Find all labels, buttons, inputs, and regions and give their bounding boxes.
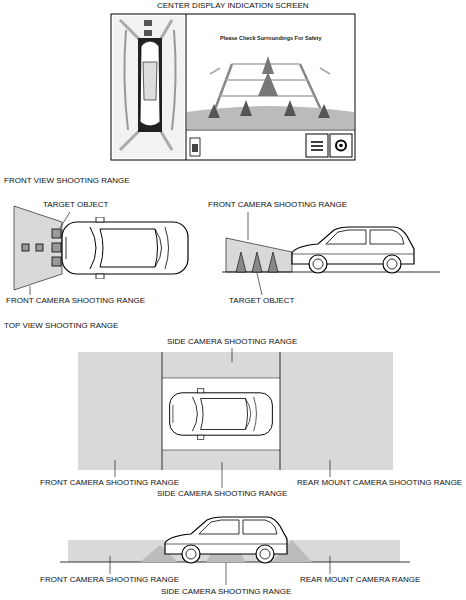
text-label: FRONT VIEW SHOOTING RANGE [4,176,130,186]
text-label: TARGET OBJECT [43,200,109,210]
text-label: TOP VIEW SHOOTING RANGE [4,321,118,331]
text-label: TARGET OBJECT [229,296,295,306]
text-label: SIDE CAMERA SHOOTING RANGE [157,489,287,499]
text-label: CENTER DISPLAY INDICATION SCREEN [157,1,309,11]
text-label: FRONT CAMERA SHOOTING RANGE [6,296,145,306]
text-label: REAR MOUNT CAMERA RANGE [300,575,420,585]
text-label: FRONT CAMERA SHOOTING RANGE [40,478,179,488]
text-label: REAR MOUNT CAMERA SHOOTING RANGE [297,478,462,488]
text-label: SIDE CAMERA SHOOTING RANGE [167,337,297,347]
text-label: Please Check Surroundings For Safety [220,35,321,42]
text-label: SIDE CAMERA SHOOTING RANGE [161,587,291,597]
text-label: FRONT CAMERA SHOOTING RANGE [208,200,347,210]
text-label: FRONT CAMERA SHOOTING RANGE [40,575,179,585]
